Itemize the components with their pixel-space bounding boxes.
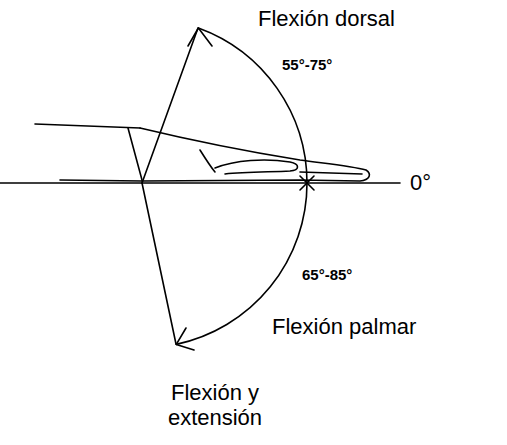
- motion-label: Flexión palmar: [272, 314, 416, 339]
- angle-range: 65°-85°: [302, 266, 352, 283]
- hand-outline: [140, 128, 369, 181]
- zero-mark: [300, 176, 314, 190]
- dorsal-ray: [142, 28, 198, 183]
- palmar-ray: [142, 183, 176, 344]
- figure-caption: Flexión y extensión: [150, 380, 280, 431]
- finger-line: [300, 172, 362, 174]
- zero-angle: 0°: [410, 170, 431, 195]
- motion-label: Flexión dorsal: [258, 6, 395, 31]
- arrow-head: [188, 28, 212, 46]
- hand-detail: [200, 150, 215, 172]
- thumb-outline: [215, 160, 298, 174]
- dorsal-arc: [198, 28, 307, 183]
- angle-range: 55°-75°: [282, 56, 332, 73]
- zero-line: [0, 182, 400, 184]
- forearm-outline: [60, 180, 142, 181]
- zero-mark: [300, 176, 314, 190]
- wrist-outline: [128, 128, 142, 180]
- forearm-outline: [35, 124, 140, 128]
- arrow-head: [176, 328, 194, 350]
